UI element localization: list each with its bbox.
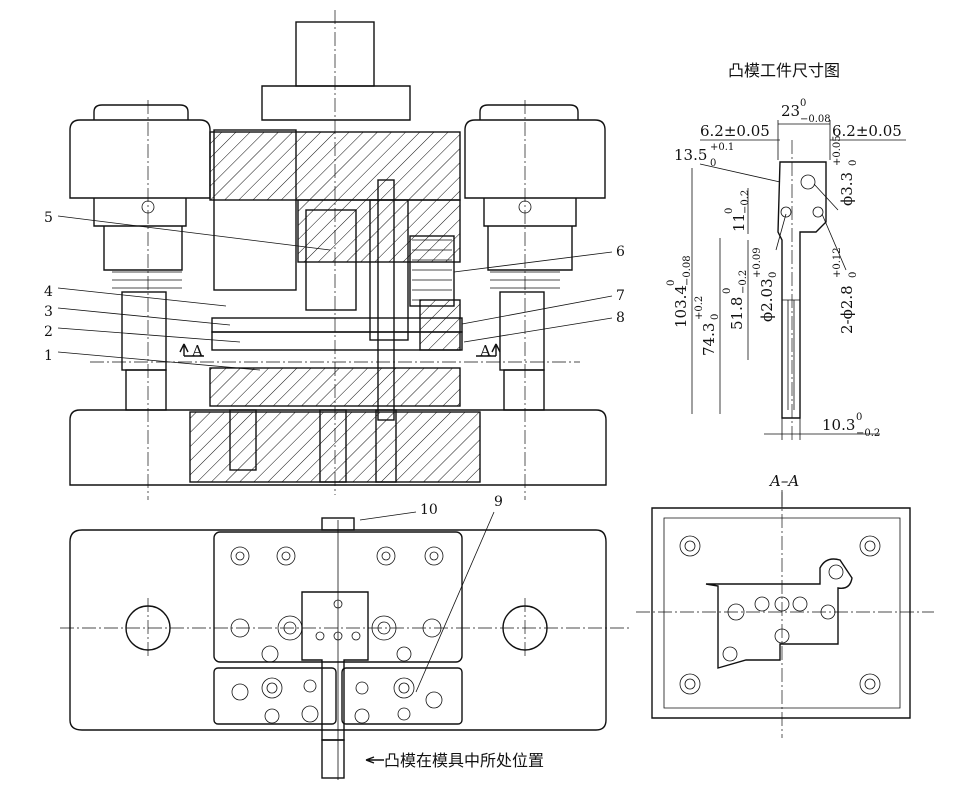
dim-phi-2-03: ϕ2.03: [758, 278, 776, 322]
part-number-1: 1: [44, 348, 53, 364]
dim-74-3-tol-lower: 0: [710, 314, 721, 320]
lower-die-base: [69, 409, 607, 486]
dim-11: 11: [730, 213, 748, 232]
dim-103-4-tol-upper: 0: [666, 280, 677, 286]
part-callouts: 1 2 3 4 5 6 7 8: [44, 210, 625, 371]
punch-profile: [777, 161, 827, 419]
plan-view: 10 9 凸模在模具中所处位置: [60, 494, 630, 780]
dim-103-4: 103.4: [672, 285, 690, 328]
dim-11-tol-lower: −0.2: [740, 190, 751, 214]
dim-phi-3-3: ϕ3.3: [838, 172, 856, 206]
section-outer-frame: [651, 507, 911, 719]
dim-10-3-tol-upper: 0: [856, 412, 862, 423]
part-number-7: 7: [616, 288, 625, 304]
dim-74-3-tol-upper: +0.2: [694, 296, 705, 320]
section-mark-right: A: [479, 342, 491, 360]
dim-23-tol-upper: 0: [800, 98, 806, 109]
dim-103-4-tol-lower: −0.08: [682, 255, 693, 286]
dim-2-phi-2-8: 2-ϕ2.8: [838, 285, 856, 334]
die-insert-lower-right: [341, 667, 463, 725]
left-guide-housing: [69, 119, 211, 199]
die-insert-lower-left: [213, 667, 337, 725]
part-number-10: 10: [420, 502, 438, 518]
drawing-title: 凸模工件尺寸图: [728, 61, 840, 80]
part-number-2: 2: [44, 324, 53, 340]
part-number-5: 5: [44, 210, 53, 226]
dim-51-8-tol-lower: −0.2: [738, 270, 749, 294]
section-mark-left: A: [191, 342, 203, 360]
section-a-a-label: A–A: [768, 472, 799, 490]
section-cavity-outline: [705, 558, 853, 669]
dim-10-3: 10.3: [822, 416, 855, 434]
die-plate: [209, 367, 461, 407]
punch-position-note: 凸模在模具中所处位置: [384, 751, 544, 770]
dim-6-2-right: 6.2±0.05: [832, 122, 902, 140]
dim-23-tol-lower: −0.08: [800, 114, 831, 125]
part-number-4: 4: [44, 284, 53, 300]
dim-11-tol-upper: 0: [724, 208, 735, 214]
part-number-8: 8: [616, 310, 625, 326]
dim-phi-2-03-tol-lower: 0: [768, 272, 779, 278]
dim-phi-2-03-tol-upper: +0.09: [752, 247, 763, 278]
dim-phi-3-3-tol-lower: 0: [848, 160, 859, 166]
dim-6-2-left: 6.2±0.05: [700, 122, 770, 140]
dim-2-phi-2-8-tol-lower: 0: [848, 272, 859, 278]
dim-10-3-tol-lower: −0.2: [856, 428, 880, 439]
dim-13-5-tol-upper: +0.1: [710, 142, 734, 153]
punch-dimension-drawing: 凸模工件尺寸图 23 0 −0.08 6.2±0.05 6.2±0.05 13.…: [666, 61, 906, 440]
section-a-a-view: A–A: [636, 472, 934, 738]
dim-74-3: 74.3: [700, 323, 718, 356]
dim-13-5-tol-lower: 0: [710, 158, 716, 169]
dim-23: 23: [781, 102, 800, 120]
right-guide-post: [499, 291, 545, 371]
part-number-9: 9: [494, 494, 503, 510]
upper-die-plate: [209, 131, 461, 201]
front-section-view: A A 1 2 3 4 5 6 7 8: [44, 10, 625, 500]
dim-2-phi-2-8-tol-upper: +0.12: [832, 247, 843, 278]
punch-outline: [301, 591, 369, 741]
part-number-6: 6: [616, 244, 625, 260]
dim-51-8-tol-upper: 0: [722, 288, 733, 294]
part-number-3: 3: [44, 304, 53, 320]
right-guide-housing: [464, 119, 606, 199]
screw-holes: [230, 546, 444, 724]
guide-plate: [211, 331, 463, 351]
upper-seat-boss: [261, 85, 411, 121]
dim-51-8: 51.8: [728, 297, 746, 330]
lower-die-base-plan: [69, 529, 607, 731]
dim-phi-3-3-tol-upper: +0.05: [832, 135, 843, 166]
dim-13-5: 13.5: [674, 146, 707, 164]
punch-holder: [297, 199, 461, 263]
